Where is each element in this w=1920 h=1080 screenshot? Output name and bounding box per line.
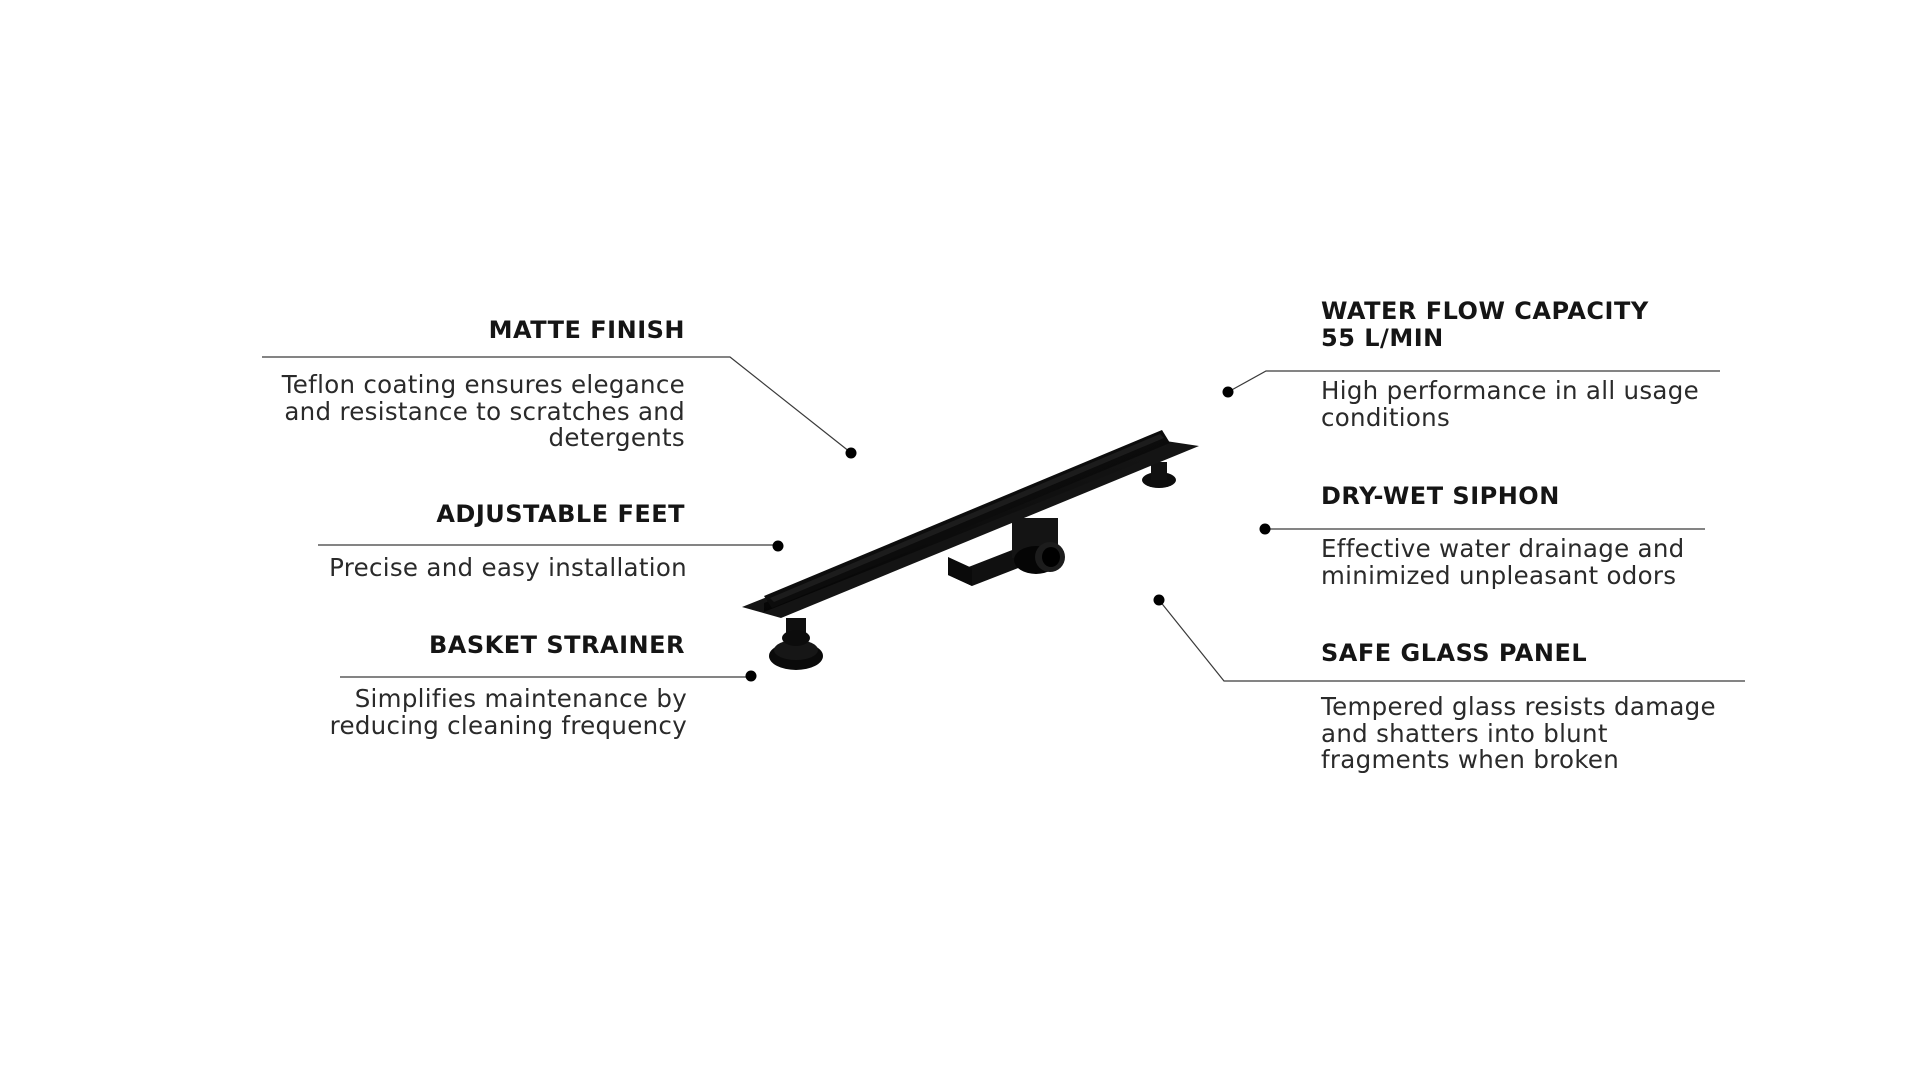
siphon-body — [948, 518, 1065, 586]
basket-strainer-desc-line-1: Simplifies maintenance by — [354, 684, 687, 713]
dry-wet-siphon-desc-line-1: Effective water drainage and — [1321, 534, 1685, 563]
callout-dots-right — [1153, 386, 1271, 606]
basket-strainer-desc-line-2: reducing cleaning frequency — [329, 710, 687, 740]
matte-finish-desc-line-3: detergents — [548, 423, 685, 452]
adjustable-feet-desc-line-1: Precise and easy installation — [329, 553, 687, 582]
matte-finish-title: MATTE FINISH — [488, 316, 685, 344]
dry-wet-siphon-title: DRY-WET SIPHON — [1321, 482, 1560, 510]
safe-glass-panel-title: SAFE GLASS PANEL — [1321, 639, 1588, 667]
shower-drain-image — [742, 430, 1199, 670]
adjustable-feet-title: ADJUSTABLE FEET — [436, 500, 685, 528]
water-flow-description: High performance in all usage conditions — [1321, 376, 1699, 432]
adjustable-foot-back — [1142, 462, 1176, 488]
adjustable-feet-description: Precise and easy installation — [329, 553, 687, 582]
adjustable-foot-front — [769, 618, 823, 670]
safe-glass-desc-line-1: Tempered glass resists damage — [1321, 692, 1716, 721]
callout-line-water-flow — [1227, 370, 1720, 393]
callout-dot-matte-finish — [845, 447, 857, 459]
safe-glass-desc-line-3: fragments when broken — [1321, 745, 1620, 774]
basket-strainer-description: Simplifies maintenance by reducing clean… — [329, 684, 687, 740]
safe-glass-desc-line-2: and shatters into blunt — [1321, 718, 1608, 748]
callout-dot-adjustable-feet — [772, 540, 784, 552]
basket-strainer-title: BASKET STRAINER — [429, 631, 685, 659]
water-flow-desc-line-1: High performance in all usage — [1321, 376, 1699, 405]
callout-dot-dry-wet-siphon — [1259, 523, 1271, 535]
dry-wet-siphon-desc-line-2: minimized unpleasant odors — [1321, 560, 1677, 590]
callout-line-safe-glass — [1158, 599, 1745, 682]
matte-finish-desc-line-2: and resistance to scratches and — [284, 396, 685, 426]
callout-line-matte-finish — [262, 356, 851, 453]
matte-finish-desc-line-1: Teflon coating ensures elegance — [281, 370, 685, 399]
callout-dot-water-flow — [1222, 386, 1234, 398]
dry-wet-siphon-description: Effective water drainage and minimized u… — [1321, 534, 1685, 590]
water-flow-title-line-2: 55 L/MIN — [1321, 324, 1444, 352]
water-flow-title: WATER FLOW CAPACITY 55 L/MIN — [1321, 298, 1649, 352]
safe-glass-panel-description: Tempered glass resists damage and shatte… — [1321, 692, 1716, 774]
matte-finish-description: Teflon coating ensures elegance and resi… — [281, 370, 685, 452]
callout-dot-safe-glass — [1153, 594, 1165, 606]
water-flow-title-line-1: WATER FLOW CAPACITY — [1321, 297, 1649, 325]
callout-dots-left — [745, 447, 857, 682]
callout-dot-basket-strainer — [745, 670, 757, 682]
callout-lines-right — [1158, 370, 1745, 682]
callout-lines-left — [262, 356, 851, 678]
water-flow-desc-line-2: conditions — [1321, 402, 1451, 432]
